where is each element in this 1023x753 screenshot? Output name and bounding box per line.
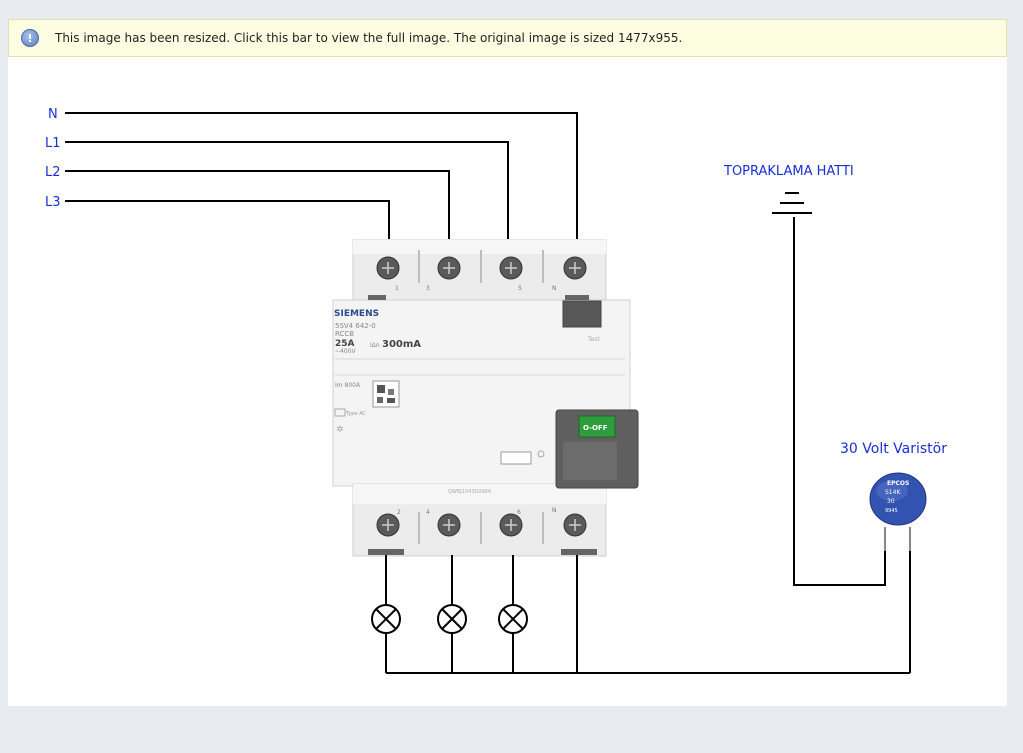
device-current: 25A bbox=[335, 339, 355, 349]
varistor-brand: EPCOS bbox=[887, 480, 909, 487]
type-ac-label: Type AC bbox=[345, 411, 366, 417]
sensitivity-prefix: IΔn bbox=[370, 342, 380, 349]
notice-text: This image has been resized. Click this … bbox=[55, 31, 683, 45]
lamp-icon bbox=[498, 604, 528, 634]
terminal-1: 1 bbox=[395, 285, 399, 292]
supply-wires bbox=[65, 112, 578, 239]
image-resized-notice-bar[interactable]: ! This image has been resized. Click thi… bbox=[8, 19, 1007, 57]
terminal-4: 4 bbox=[426, 509, 430, 516]
test-label: Test bbox=[587, 336, 600, 343]
terminal-n-top: N bbox=[552, 285, 557, 292]
wiring-diagram: N L1 L2 L3 TOPRAKLAMA HATTI 30 Volt Vari… bbox=[45, 107, 947, 674]
im-label: Im 800A bbox=[335, 382, 361, 389]
lamps bbox=[371, 604, 528, 634]
info-icon: ! bbox=[21, 29, 39, 47]
varistor-voltage: 30 bbox=[887, 498, 895, 505]
ground-symbol bbox=[772, 192, 812, 214]
label-l1: L1 bbox=[45, 136, 61, 151]
wire-n bbox=[65, 112, 578, 239]
terminal-3: 3 bbox=[426, 285, 430, 292]
varistor-component: EPCOS S14K 30 9945 bbox=[869, 472, 927, 551]
wire-l2 bbox=[65, 170, 450, 239]
terminal-6: 6 bbox=[517, 509, 521, 516]
device-sensitivity: 300mA bbox=[382, 339, 421, 350]
varistor-batch: 9945 bbox=[885, 508, 898, 514]
wire-l3 bbox=[65, 200, 390, 239]
bottom-terminal-screws bbox=[376, 513, 587, 537]
terminal-5: 5 bbox=[518, 285, 522, 292]
varistor-label: 30 Volt Varistör bbox=[840, 441, 947, 457]
terminal-n-bottom: N bbox=[552, 507, 557, 514]
device-model: 5SV4 642-0 bbox=[335, 322, 376, 330]
test-button bbox=[562, 300, 602, 328]
switch-label: O-OFF bbox=[583, 424, 608, 432]
ground-label: TOPRAKLAMA HATTI bbox=[723, 164, 854, 179]
lamp-icon bbox=[371, 604, 401, 634]
top-terminal-screws bbox=[376, 256, 587, 280]
load-wires bbox=[385, 555, 910, 674]
device-voltage: ~400V bbox=[335, 348, 356, 355]
varistor-code: S14K bbox=[885, 489, 901, 496]
snowflake-icon: ✲ bbox=[336, 425, 344, 435]
diagram-image[interactable]: N L1 L2 L3 TOPRAKLAMA HATTI 30 Volt Vari… bbox=[8, 57, 1007, 706]
device-type: RCCB bbox=[335, 330, 354, 338]
device-brand: SIEMENS bbox=[334, 309, 379, 319]
label-l3: L3 bbox=[45, 195, 61, 210]
rccb-device: 1 3 5 N SIEMENS 5SV4 642-0 RCCB 25A ~400… bbox=[332, 239, 639, 557]
qr-code bbox=[372, 380, 400, 408]
device-serial: QWBJ1043G0964 bbox=[448, 489, 491, 495]
wire-l1 bbox=[65, 141, 509, 239]
label-n: N bbox=[48, 107, 58, 122]
terminal-2: 2 bbox=[397, 509, 401, 516]
ground-wire bbox=[793, 217, 886, 586]
label-l2: L2 bbox=[45, 165, 61, 180]
lamp-icon bbox=[437, 604, 467, 634]
